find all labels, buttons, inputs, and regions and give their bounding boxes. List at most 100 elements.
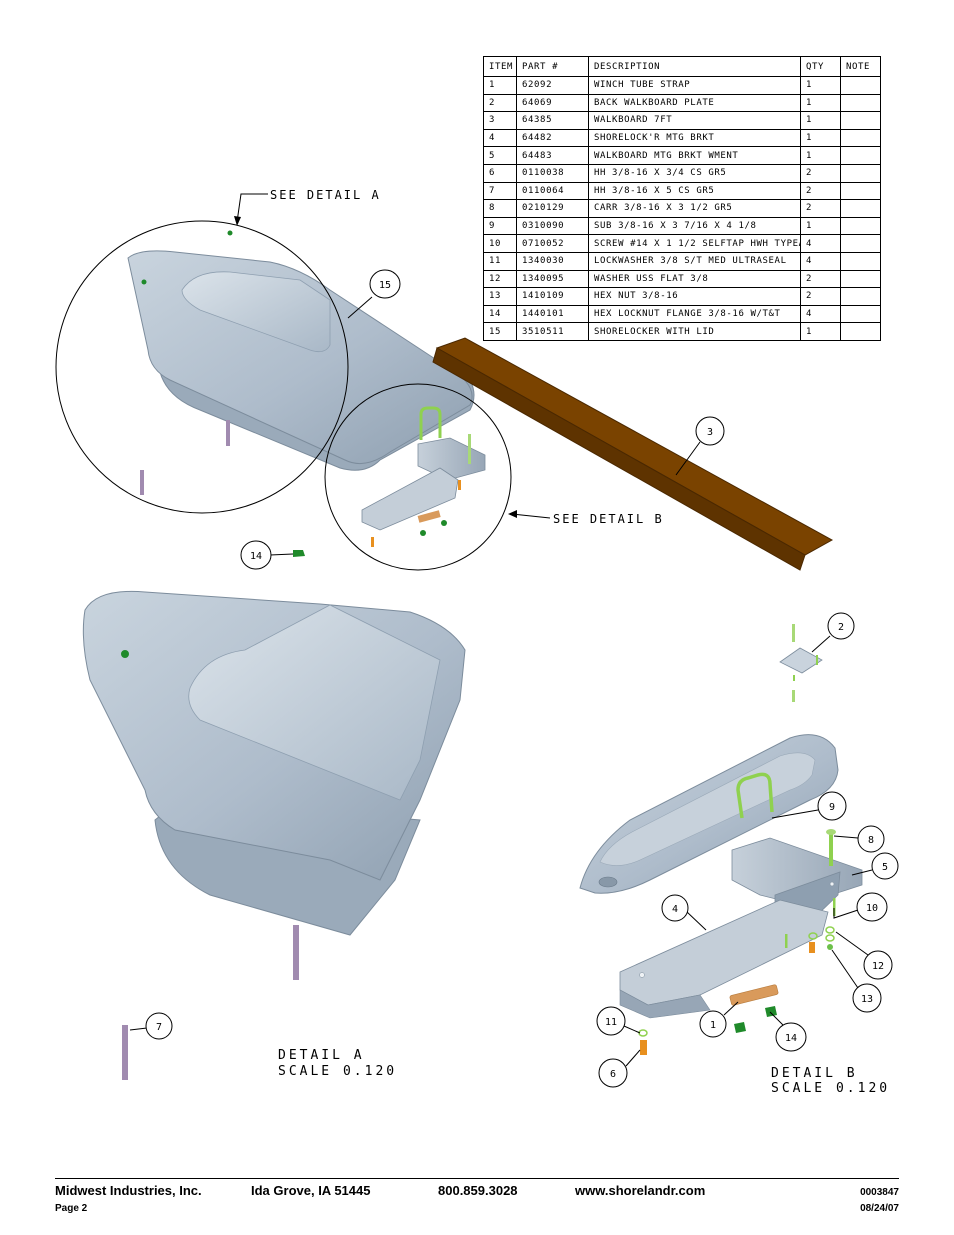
bom-cell: WALKBOARD MTG BRKT WMENT bbox=[588, 146, 801, 165]
bom-header-row: ITEM PART # DESCRIPTION QTY NOTE bbox=[483, 56, 881, 77]
bolt-icon bbox=[293, 925, 299, 980]
svg-text:3: 3 bbox=[707, 427, 713, 438]
bom-cell: 1410109 bbox=[516, 287, 589, 306]
balloon-14-main bbox=[240, 540, 272, 570]
see-detail-b-label: SEE DETAIL B bbox=[553, 512, 664, 526]
svg-text:4: 4 bbox=[672, 904, 678, 915]
bom-cell: 4 bbox=[800, 234, 841, 253]
detail-a-title: DETAIL A bbox=[278, 1048, 365, 1063]
rivet-icon bbox=[121, 650, 129, 658]
footer-page: Page 2 bbox=[55, 1203, 88, 1214]
detail-a-view bbox=[82, 590, 466, 1080]
bom-cell: 1 bbox=[800, 111, 841, 130]
bom-cell: BACK WALKBOARD PLATE bbox=[588, 93, 801, 113]
winch-strap-icon bbox=[729, 984, 779, 1006]
bom-cell: HEX NUT 3/8-16 bbox=[588, 287, 801, 306]
bom-cell bbox=[840, 111, 881, 130]
bolt-icon bbox=[458, 480, 461, 490]
svg-text:12: 12 bbox=[872, 961, 884, 972]
bom-cell: SHORELOCKER WITH LID bbox=[588, 322, 801, 341]
bom-cell: 2 bbox=[483, 93, 517, 113]
bom-cell bbox=[840, 128, 881, 148]
bom-cell bbox=[840, 234, 881, 253]
bom-cell: 64483 bbox=[516, 146, 589, 165]
bom-cell: 9 bbox=[483, 216, 517, 236]
bom-cell: WINCH TUBE STRAP bbox=[588, 76, 801, 95]
bom-cell: 62092 bbox=[516, 76, 589, 95]
bom-cell: 0210129 bbox=[516, 199, 589, 218]
svg-text:11: 11 bbox=[605, 1017, 617, 1028]
bolt-icon bbox=[122, 1025, 128, 1080]
bolt-icon bbox=[371, 537, 374, 547]
bom-cell: 4 bbox=[483, 128, 517, 148]
bom-cell: 4 bbox=[800, 304, 841, 324]
bom-cell: SUB 3/8-16 X 3 7/16 X 4 1/8 bbox=[588, 216, 801, 236]
locknut-icon bbox=[765, 1006, 777, 1017]
svg-text:1: 1 bbox=[710, 1020, 716, 1031]
bolt-icon bbox=[829, 832, 833, 866]
bom-cell: 4 bbox=[800, 251, 841, 271]
bom-cell: 3510511 bbox=[516, 322, 589, 341]
see-detail-a-label: SEE DETAIL A bbox=[270, 188, 381, 202]
col-item: ITEM bbox=[483, 56, 517, 77]
svg-text:14: 14 bbox=[785, 1033, 797, 1044]
bolt-icon bbox=[640, 1040, 647, 1055]
bom-cell: HH 3/8-16 X 5 CS GR5 bbox=[588, 181, 801, 201]
nut-icon bbox=[420, 530, 426, 536]
bolt-icon bbox=[468, 434, 471, 464]
bom-cell: 13 bbox=[483, 287, 517, 306]
balloon-15 bbox=[369, 269, 401, 299]
col-qty: QTY bbox=[800, 56, 841, 77]
bom-cell: LOCKWASHER 3/8 S/T MED ULTRASEAL bbox=[588, 251, 801, 271]
col-description: DESCRIPTION bbox=[588, 56, 801, 77]
bom-cell: 1 bbox=[800, 146, 841, 165]
bom-cell bbox=[840, 322, 881, 341]
page-footer: Midwest Industries, Inc. Ida Grove, IA 5… bbox=[55, 1178, 899, 1214]
bom-cell bbox=[840, 146, 881, 165]
bolt-icon bbox=[792, 624, 795, 642]
bom-cell: 5 bbox=[483, 146, 517, 165]
washer-icon bbox=[825, 926, 835, 934]
bom-cell: WASHER USS FLAT 3/8 bbox=[588, 269, 801, 289]
svg-text:10: 10 bbox=[866, 903, 878, 914]
balloon-11 bbox=[596, 1006, 626, 1036]
svg-text:14: 14 bbox=[250, 551, 262, 562]
bom-cell bbox=[840, 216, 881, 236]
bom-cell: 1440101 bbox=[516, 304, 589, 324]
detail-a-scale: SCALE 0.120 bbox=[278, 1064, 397, 1079]
bom-cell: 1 bbox=[483, 76, 517, 95]
detail-b-scale: SCALE 0.120 bbox=[771, 1081, 890, 1096]
bom-cell: 8 bbox=[483, 199, 517, 218]
bom-cell: HH 3/8-16 X 3/4 CS GR5 bbox=[588, 163, 801, 183]
bom-cell: 2 bbox=[800, 181, 841, 201]
footer-website[interactable]: www.shorelandr.com bbox=[575, 1183, 706, 1198]
detail-a-circle bbox=[55, 220, 349, 514]
nut-icon bbox=[441, 520, 447, 526]
bom-cell: SCREW #14 X 1 1/2 SELFTAP HWH TYPEA bbox=[588, 234, 801, 253]
balloon-2 bbox=[827, 612, 855, 640]
bom-cell bbox=[840, 199, 881, 218]
balloon-14-detail bbox=[775, 1022, 807, 1052]
bom-cell: 2 bbox=[800, 269, 841, 289]
bom-cell: 1 bbox=[800, 216, 841, 236]
svg-text:15: 15 bbox=[379, 280, 391, 291]
bom-cell: 64385 bbox=[516, 111, 589, 130]
winch-strap-icon bbox=[419, 406, 442, 440]
locknut-icon bbox=[734, 1022, 746, 1033]
detail-b-circle bbox=[324, 383, 512, 571]
bom-cell: 1 bbox=[800, 322, 841, 341]
walkboard bbox=[432, 337, 834, 571]
col-note: NOTE bbox=[840, 56, 881, 77]
bom-cell: 64482 bbox=[516, 128, 589, 148]
balloon-9 bbox=[817, 791, 847, 821]
bom-cell: 10 bbox=[483, 234, 517, 253]
bom-cell: 15 bbox=[483, 322, 517, 341]
balloon-5 bbox=[871, 852, 899, 880]
bolt-icon bbox=[226, 420, 230, 446]
